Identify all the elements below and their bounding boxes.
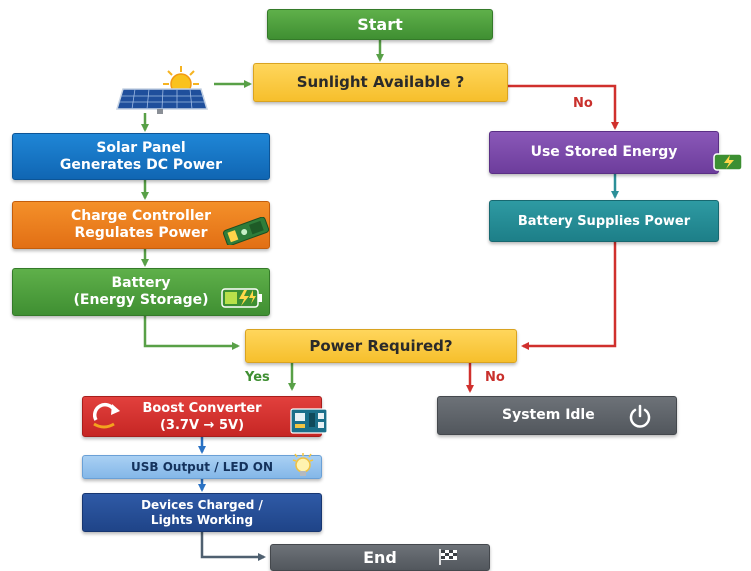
- devices-charged-line1: Devices Charged /: [141, 497, 263, 512]
- power-required-label: Power Required?: [309, 336, 453, 355]
- usb-output-node: USB Output / LED ON: [82, 455, 322, 479]
- solar-panel-node: Solar Panel Generates DC Power: [12, 133, 270, 180]
- system-idle-node: System Idle: [437, 396, 677, 435]
- charge-controller-line2: Regulates Power: [74, 225, 208, 241]
- checkered-flag-icon: [439, 549, 457, 565]
- use-stored-energy-label: Use Stored Energy: [530, 144, 678, 160]
- devices-charged-node: Devices Charged / Lights Working: [82, 493, 322, 532]
- power-required-decision: Power Required?: [245, 329, 517, 363]
- use-stored-energy-node: Use Stored Energy: [489, 131, 719, 174]
- sunlight-no-label: No: [573, 96, 593, 111]
- battery-supplies-node: Battery Supplies Power: [489, 200, 719, 242]
- start-label: Start: [357, 15, 403, 34]
- sunlight-label: Sunlight Available ?: [296, 73, 465, 91]
- charge-controller-icon: [222, 217, 270, 245]
- boost-converter-node: Boost Converter (3.7V → 5V): [82, 396, 322, 437]
- solar-panel-line2: Generates DC Power: [59, 156, 223, 173]
- arrow-sunlight-no-to-stored: [508, 84, 619, 130]
- solar-panel-icon: [115, 88, 209, 114]
- devices-charged-line2: Lights Working: [150, 512, 254, 527]
- solar-panel-line1: Solar Panel: [96, 139, 186, 156]
- charge-controller-line1: Charge Controller: [70, 208, 212, 224]
- start-node: Start: [267, 9, 493, 40]
- battery-line2: (Energy Storage): [73, 292, 209, 308]
- refresh-arrow-icon: [92, 403, 120, 429]
- end-node: End: [270, 544, 490, 571]
- boost-converter-line2: (3.7V → 5V): [159, 417, 245, 433]
- battery-supplies-label: Battery Supplies Power: [517, 213, 691, 229]
- sunlight-decision: Sunlight Available ?: [253, 63, 508, 102]
- power-no-label: No: [485, 370, 505, 385]
- power-yes-label: Yes: [245, 370, 270, 385]
- battery-charging-icon: [221, 288, 262, 308]
- arrow-supplies-to-power: [521, 242, 617, 350]
- system-idle-label: System Idle: [502, 407, 595, 423]
- arrow-devices-to-end: [200, 532, 266, 561]
- power-icon: [629, 404, 651, 428]
- arrow-battery-to-power: [143, 316, 240, 350]
- battery-charging-icon: [713, 153, 746, 171]
- usb-output-label: USB Output / LED ON: [130, 459, 274, 474]
- circuit-board-icon: [290, 408, 328, 434]
- boost-converter-line1: Boost Converter: [142, 400, 262, 416]
- end-label: End: [363, 548, 397, 567]
- battery-line1: Battery: [111, 275, 171, 291]
- light-bulb-icon: [292, 453, 314, 476]
